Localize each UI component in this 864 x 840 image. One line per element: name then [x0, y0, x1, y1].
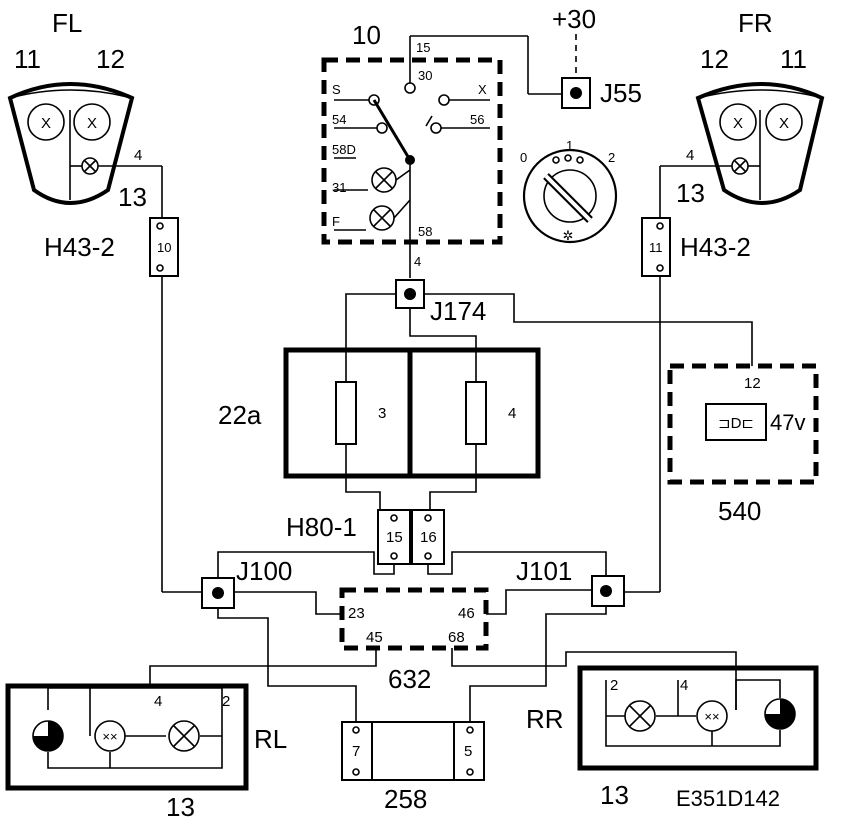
rr-lamp-ref: 13 [600, 780, 629, 810]
connector-258-ref: 258 [384, 784, 427, 814]
junction-j100 [162, 577, 357, 722]
switch-pin-56: 56 [470, 112, 484, 127]
rl-tail-lamp-icon [168, 720, 200, 752]
fl-bulb-b-label: 12 [96, 44, 125, 74]
switch-pin-54: 54 [332, 112, 346, 127]
rr-fog-lamp-icon [764, 698, 796, 730]
h43-right-pin: 11 [649, 240, 663, 255]
svg-text:X: X [733, 115, 743, 132]
supply-label: +30 [552, 4, 596, 34]
rl-pin-4: 4 [154, 693, 162, 710]
fr-bulb-11-icon [765, 103, 803, 141]
knob-pos-0: 0 [520, 150, 527, 165]
switch-pin-58: 58 [418, 224, 432, 239]
module-632-ref: 632 [388, 664, 431, 694]
fl-bulb-a-label: 11 [14, 44, 41, 74]
knob-pos-2: 2 [608, 150, 615, 165]
rr-label: RR [526, 704, 564, 734]
module-632-pin-23: 23 [348, 605, 365, 622]
light-switch [321, 35, 562, 278]
switch-pin-4: 4 [414, 254, 421, 269]
rl-brake-lamp-icon: ×× [94, 720, 126, 752]
fl-label: FL [52, 8, 82, 38]
switch-ref: 10 [352, 20, 381, 50]
rear-left-lamp: ×× [5, 683, 249, 791]
svg-text:××: ×× [102, 729, 117, 744]
h43-left-pin: 10 [157, 240, 171, 255]
fr-label: FR [738, 8, 773, 38]
fr-lamp-ref: 13 [676, 178, 705, 208]
svg-text:X: X [41, 115, 51, 132]
fuse-b-label: 4 [508, 405, 516, 422]
connector-h43-right [641, 166, 671, 592]
fuse-a-label: 3 [378, 405, 386, 422]
switch-pin-30: 30 [418, 68, 432, 83]
h80-pin-b: 16 [420, 529, 437, 546]
svg-text:××: ×× [704, 709, 719, 724]
rear-right-lamp: ×× [577, 665, 819, 771]
switch-pin-15: 15 [416, 40, 430, 55]
connector-258-pin-b: 5 [464, 743, 472, 760]
connector-258 [341, 721, 485, 781]
rl-fog-lamp-icon [32, 720, 64, 752]
svg-text:X: X [87, 115, 97, 132]
svg-text:X: X [779, 115, 789, 132]
svg-text:⊐D⊏: ⊐D⊏ [718, 415, 754, 432]
fr-bulb-12-icon [719, 103, 757, 141]
module-632 [149, 587, 737, 710]
fr-pin-label: 4 [686, 147, 694, 164]
rl-lamp-ref: 13 [166, 792, 195, 822]
connector-h43-left [149, 166, 179, 592]
fl-pin-label: 4 [134, 147, 142, 164]
switch-pin-58d: 58D [332, 142, 356, 157]
module-540-ref: 540 [718, 496, 761, 526]
h80-pin-a: 15 [386, 529, 403, 546]
switch-pin-s: S [332, 82, 341, 97]
svg-text:✲: ✲ [563, 228, 574, 243]
junction-j174 [345, 279, 753, 382]
fl-lamp-ref: 13 [118, 182, 147, 212]
switch-pin-f: F [332, 214, 340, 229]
module-540-code: 47v [770, 410, 805, 435]
rl-label: RL [254, 724, 287, 754]
j100-label: J100 [236, 556, 292, 586]
drawing-id: E351D142 [676, 786, 780, 811]
front-left-lamp: X X [7, 82, 162, 205]
junction-j101 [469, 575, 660, 722]
module-632-pin-68: 68 [448, 629, 465, 646]
h43-right-ref: H43-2 [680, 232, 751, 262]
switch-pin-31: 31 [332, 180, 346, 195]
j101-label: J101 [516, 556, 572, 586]
fr-bulb-a-label: 12 [700, 44, 729, 74]
switch-pin-x: X [478, 82, 487, 97]
rr-tail-lamp-icon [624, 700, 656, 732]
fr-bulb-b-label: 11 [780, 44, 807, 74]
fusebox-22a [283, 347, 541, 512]
fusebox-ref: 22a [218, 400, 262, 430]
module-540-pin: 12 [744, 375, 761, 392]
h43-left-ref: H43-2 [44, 232, 115, 262]
module-632-pin-46: 46 [458, 605, 475, 622]
module-632-pin-45: 45 [366, 629, 383, 646]
module-540: ⊐D⊏ [667, 363, 819, 485]
j55-label: J55 [600, 78, 642, 108]
rl-pin-2: 2 [222, 693, 230, 710]
j174-label: J174 [430, 296, 486, 326]
connector-h80 [217, 509, 607, 580]
light-switch-knob-icon: ✲ [522, 148, 618, 244]
connector-258-pin-a: 7 [352, 743, 360, 760]
supply-j55 [561, 34, 591, 109]
rr-brake-lamp-icon: ×× [696, 700, 728, 732]
front-right-lamp: X X [660, 82, 825, 205]
knob-pos-1: 1 [566, 138, 573, 153]
h80-ref: H80-1 [286, 512, 357, 542]
fl-bulb-12-icon [73, 103, 111, 141]
rr-pin-4: 4 [680, 677, 688, 694]
fl-bulb-11-icon [27, 103, 65, 141]
rr-pin-2: 2 [610, 677, 618, 694]
